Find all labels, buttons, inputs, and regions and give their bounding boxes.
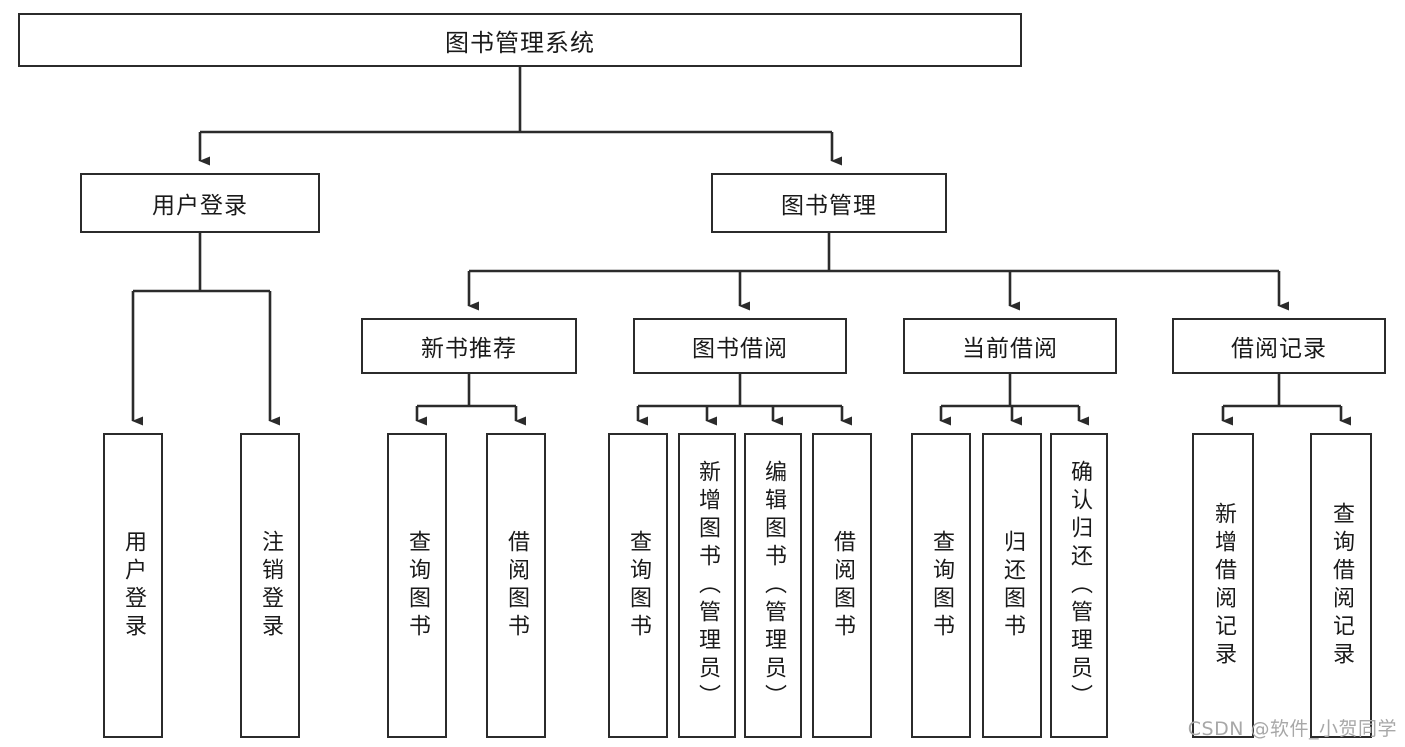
node-root-system[interactable]: 图书管理系统: [18, 13, 1022, 67]
node-label: 新书推荐: [421, 336, 517, 362]
leaf-edit-book[interactable]: 编辑图书（管理员）: [744, 433, 802, 738]
node-label: 查询图书: [929, 529, 954, 642]
node-label: 图书管理: [781, 193, 877, 219]
node-label: 图书管理系统: [445, 28, 595, 57]
leaf-borrow-book-1[interactable]: 借阅图书: [486, 433, 546, 738]
leaf-add-book[interactable]: 新增图书（管理员）: [678, 433, 736, 738]
leaf-confirm-return[interactable]: 确认归还（管理员）: [1050, 433, 1108, 738]
node-label: 查询借阅记录: [1329, 501, 1354, 670]
node-current-borrow[interactable]: 当前借阅: [903, 318, 1117, 374]
node-label: 借阅图书: [504, 529, 529, 642]
node-user-login[interactable]: 用户登录: [80, 173, 320, 233]
node-label: 查询图书: [626, 529, 651, 642]
leaf-query-book-3[interactable]: 查询图书: [911, 433, 971, 738]
node-borrow-record[interactable]: 借阅记录: [1172, 318, 1386, 374]
node-label: 用户登录: [121, 529, 146, 642]
watermark-label: CSDN @软件_小贺同学: [1187, 718, 1397, 740]
node-label: 注销登录: [258, 529, 283, 642]
node-label: 查询图书: [405, 529, 430, 642]
node-label: 确认归还（管理员）: [1067, 459, 1092, 712]
leaf-user-logout[interactable]: 注销登录: [240, 433, 300, 738]
node-new-book-recommend[interactable]: 新书推荐: [361, 318, 577, 374]
leaf-add-borrow-record[interactable]: 新增借阅记录: [1192, 433, 1254, 738]
node-label: 新增图书（管理员）: [695, 459, 720, 712]
leaf-user-login[interactable]: 用户登录: [103, 433, 163, 738]
leaf-query-book-2[interactable]: 查询图书: [608, 433, 668, 738]
leaf-query-book-1[interactable]: 查询图书: [387, 433, 447, 738]
node-label: 当前借阅: [962, 336, 1058, 362]
node-book-borrow[interactable]: 图书借阅: [633, 318, 847, 374]
node-label: 新增借阅记录: [1211, 501, 1236, 670]
node-label: 图书借阅: [692, 336, 788, 362]
node-book-manage[interactable]: 图书管理: [711, 173, 947, 233]
node-label: 归还图书: [1000, 529, 1025, 642]
node-label: 用户登录: [152, 193, 248, 219]
node-label: 借阅记录: [1231, 336, 1327, 362]
node-label: 编辑图书（管理员）: [761, 459, 786, 712]
node-label: 借阅图书: [830, 529, 855, 642]
leaf-return-book[interactable]: 归还图书: [982, 433, 1042, 738]
leaf-query-borrow-record[interactable]: 查询借阅记录: [1310, 433, 1372, 738]
leaf-borrow-book-2[interactable]: 借阅图书: [812, 433, 872, 738]
